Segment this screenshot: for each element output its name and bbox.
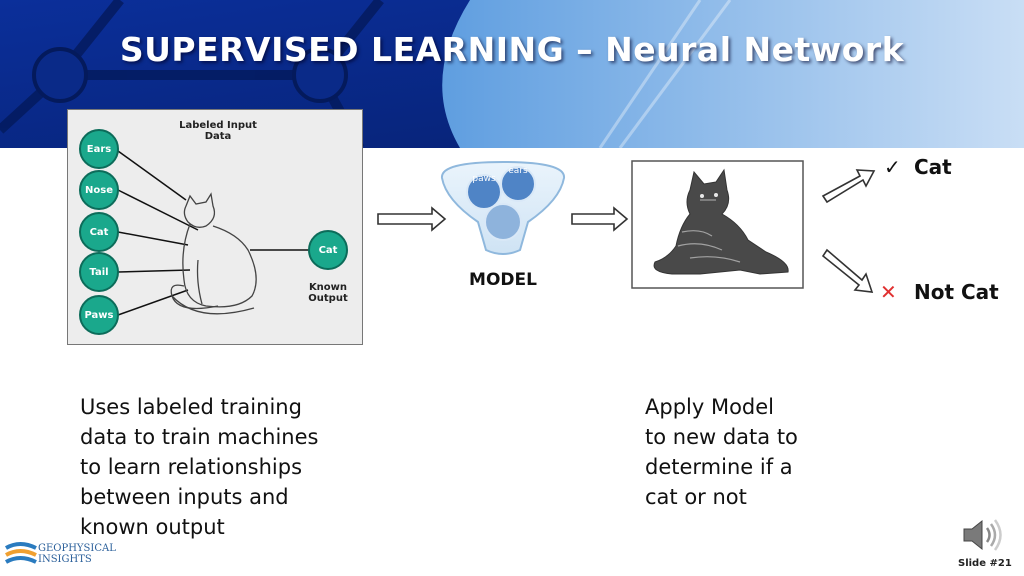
- bubble-label-ears: ears: [508, 166, 528, 176]
- labeled-input-panel: Labeled Input Data Ears Nose Cat Tail Pa…: [67, 109, 363, 345]
- check-icon: ✓: [884, 155, 901, 179]
- arrow-to-cat: [821, 169, 876, 204]
- output-node-cat: Cat: [308, 230, 348, 270]
- feature-node-tail: Tail: [79, 252, 119, 292]
- cat-photo: [653, 168, 789, 275]
- right-description: Apply Model to new data to determine if …: [645, 392, 885, 512]
- input-connections: [117, 150, 311, 316]
- model-label: MODEL: [469, 270, 537, 290]
- logo-icon: [5, 542, 37, 564]
- speaker-icon[interactable]: [960, 515, 1006, 555]
- result-cat: Cat: [914, 155, 952, 179]
- left-description-line: Uses labeled training: [80, 395, 302, 419]
- arrow-model-to-image: [571, 206, 629, 232]
- left-description-line: data to train machines: [80, 425, 319, 449]
- model-funnel: [441, 160, 565, 255]
- arrow-to-not-cat: [821, 248, 874, 293]
- output-label-line2: Output: [308, 293, 348, 304]
- slide-title: SUPERVISED LEARNING – Neural Network: [119, 30, 905, 69]
- input-heading-line2: Data: [204, 131, 232, 142]
- left-description-line: between inputs and: [80, 485, 289, 509]
- right-description-line: determine if a: [645, 455, 793, 479]
- logo-line2: INSIGHTS: [38, 554, 92, 565]
- right-description-line: to new data to: [645, 425, 798, 449]
- arrow-panel-to-model: [377, 206, 447, 232]
- slide-number: Slide #21: [958, 558, 1012, 569]
- feature-node-nose: Nose: [79, 170, 119, 210]
- logo-line1: GEOPHYSICAL: [38, 543, 116, 554]
- output-label-line1: Known: [308, 282, 348, 293]
- input-heading-line1: Labeled Input: [179, 120, 257, 131]
- company-logo: GEOPHYSICAL INSIGHTS: [38, 543, 116, 565]
- feature-node-ears: Ears: [79, 129, 119, 169]
- feature-node-cat: Cat: [79, 212, 119, 252]
- left-description: Uses labeled training data to train mach…: [80, 392, 400, 542]
- left-description-line: to learn relationships: [80, 455, 303, 479]
- left-description-line: known output: [80, 515, 225, 539]
- result-not-cat: Not Cat: [914, 280, 999, 304]
- cross-icon: ✕: [880, 280, 897, 304]
- feature-node-paws: Paws: [79, 295, 119, 335]
- cat-sketch: [170, 192, 257, 315]
- right-description-line: Apply Model: [645, 395, 775, 419]
- bubble-label-paws: paws: [472, 174, 496, 184]
- right-description-line: cat or not: [645, 485, 747, 509]
